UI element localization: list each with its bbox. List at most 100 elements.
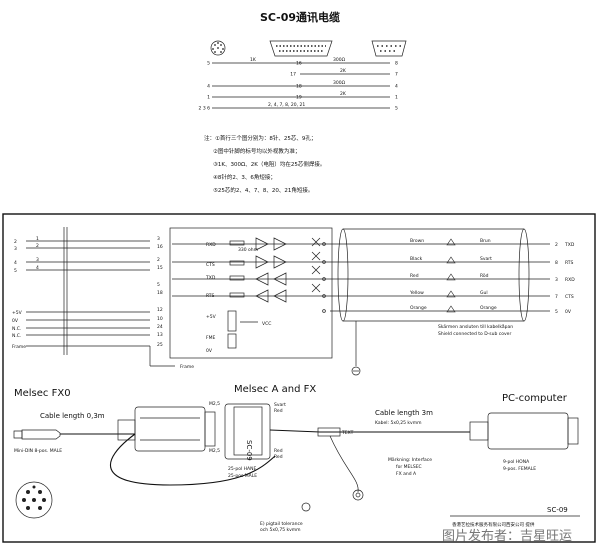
chinese-credit: 香港艺拉技术服务有限公司西安公司 提供 [452, 521, 535, 528]
rsig-rts: RTS [565, 260, 574, 266]
row1-mid-pin: 16 [296, 61, 302, 67]
schematic-mid: RXD CTS TXD RTS +5V FME 0V 330 ohm VCC [169, 227, 333, 359]
lpin-num-3: 3 [36, 257, 39, 263]
schematic-right: Brown Brun Black Svart Red Röd Yellow Gu… [330, 228, 575, 376]
rsig-txd: TXD [564, 242, 575, 248]
top-notes: 注：①首行三个图分别为：8针、25芯、9孔； ②图中针脚的标号均以外视教为准； … [204, 134, 325, 194]
row3-mid-pin: 18 [296, 84, 302, 90]
melsec-fx0-label: Melsec FX0 [14, 388, 71, 399]
lpin-num-4: 4 [36, 265, 39, 271]
wire-orange: Orange [410, 305, 427, 311]
rpin-7: 7 [555, 294, 558, 300]
sig-fme: FME [206, 335, 215, 341]
row2-mid-pin: 17 [290, 72, 296, 78]
sig-5v: +5V [206, 314, 217, 320]
dsub-25-icon [269, 40, 333, 57]
ring-note-2: och 5x0,75 kvmm [260, 527, 301, 533]
row4-mid-pin: 19 [296, 95, 302, 101]
sc09-conn-label: SC-09 [245, 440, 253, 461]
lpin-3: 3 [14, 246, 17, 252]
sig-cts: CTS [206, 262, 215, 268]
wire-yellow: Yellow [409, 290, 424, 296]
bottom-hardware: Melsec FX0 Melsec A and FX PC-computer C… [13, 384, 580, 544]
lpin-nc2: N.C. [12, 333, 21, 339]
mpin-3: 3 [157, 236, 160, 242]
row5-left-pin: 2 3 6 [199, 106, 211, 112]
lpin-2: 2 [14, 239, 17, 245]
lpin-nc1: N.C. [12, 326, 21, 332]
mini-din-8-icon [210, 40, 226, 56]
shield-note-en: Shield connected to D-sub cover [438, 331, 511, 337]
sig-txd: TXD [205, 275, 216, 281]
top-title: SC-09通讯电缆 [260, 10, 340, 24]
row1-left-pin: 5 [207, 61, 210, 67]
mpin-18: 18 [157, 290, 163, 296]
res-label: 330 ohm [238, 247, 258, 253]
female-label: 9-pos. FEMALE [503, 466, 536, 472]
mpin-25: 25 [157, 342, 163, 348]
m25-bottom: M2,5 [209, 448, 220, 454]
lpin-frame: Frame [12, 344, 26, 350]
row5-label: 2, 4, 7, 8, 20, 21 [268, 102, 305, 108]
rpin-3: 3 [555, 277, 558, 283]
row3-right-pin: 4 [395, 84, 398, 90]
lpin-0v: 0V [12, 318, 19, 324]
wire-red: Red [410, 273, 419, 279]
wire-gul: Gul [480, 290, 488, 296]
male-label: 25-pos MALE [228, 473, 257, 479]
frame-label: Frame [180, 364, 194, 370]
mpin-13: 13 [157, 332, 163, 338]
rsig-0v: 0V [565, 309, 572, 315]
mpin-5: 5 [157, 282, 160, 288]
shield-note-sv: Skärmen ansluten till kabelkåpan [438, 323, 513, 330]
mpin-15: 15 [157, 265, 163, 271]
lpin-num-1: 1 [36, 236, 39, 242]
rsig-rxd: RXD [565, 277, 575, 283]
wire-brown: Brown [410, 238, 424, 244]
marking-3: FX and A [396, 471, 417, 477]
hona-label: 9-pol HONA [503, 459, 530, 465]
vcc-label: VCC [262, 321, 271, 327]
note-4: ④8针的2、3、6角短接； [213, 173, 276, 181]
row4-right-pin: 1 [395, 95, 398, 101]
sig-0v: 0V [206, 348, 213, 354]
mpin-10: 10 [157, 316, 163, 322]
rpin-5: 5 [555, 309, 558, 315]
mini-din-label: Mini-DIN 8-pos. MALE [14, 448, 62, 454]
lpin-5v: +5V [12, 310, 23, 316]
red-label-3: Red [274, 454, 283, 460]
mini-din-face-icon [15, 481, 53, 519]
melsec-a-fx-label: Melsec A and FX [234, 384, 316, 395]
row2-res: 2K [340, 68, 347, 74]
note-5: ⑤25芯的2、4、7、8、20、21角短接。 [213, 186, 313, 194]
schematic-frame [2, 213, 596, 543]
row1-res: 300Ω [333, 57, 346, 63]
pc-computer-label: PC-computer [502, 393, 568, 404]
m25-top: M2,5 [209, 401, 220, 407]
row3-res: 300Ω [333, 80, 346, 86]
rpin-8: 8 [555, 260, 558, 266]
note-1: 注：①首行三个图分别为：8针、25芯、9孔； [204, 134, 316, 142]
lpin-4: 4 [14, 260, 17, 266]
sc09-footer: SC-09 [547, 506, 568, 514]
wire-orange-swe: Orange [480, 305, 497, 311]
row1-label: 1K [250, 57, 257, 63]
wire-rod: Röd [480, 273, 489, 279]
lpin-num-2: 2 [36, 243, 39, 249]
lpin-5: 5 [14, 268, 17, 274]
row1-right-pin: 8 [395, 61, 398, 67]
row4-left-pin: 1 [207, 95, 210, 101]
note-2: ②图中针脚的标号均以外视教为准； [213, 147, 300, 155]
wire-brun: Brun [480, 238, 491, 244]
wire-svart: Svart [480, 256, 492, 262]
red-label-1: Red [274, 408, 283, 414]
kabel-spec: Kabel: 5x0,25 kvmm [375, 420, 421, 426]
mpin-16: 16 [157, 244, 163, 250]
dsub-9-icon [371, 40, 407, 57]
mpin-2: 2 [157, 257, 160, 263]
top-wiring: 5 1K 16 300Ω 8 17 2K 7 4 18 300Ω 4 1 19 … [199, 57, 398, 112]
marking-1: Märkning: Interface [388, 457, 432, 463]
rpin-2: 2 [555, 242, 558, 248]
cable-length-short: Cable length 0,3m [40, 412, 105, 420]
